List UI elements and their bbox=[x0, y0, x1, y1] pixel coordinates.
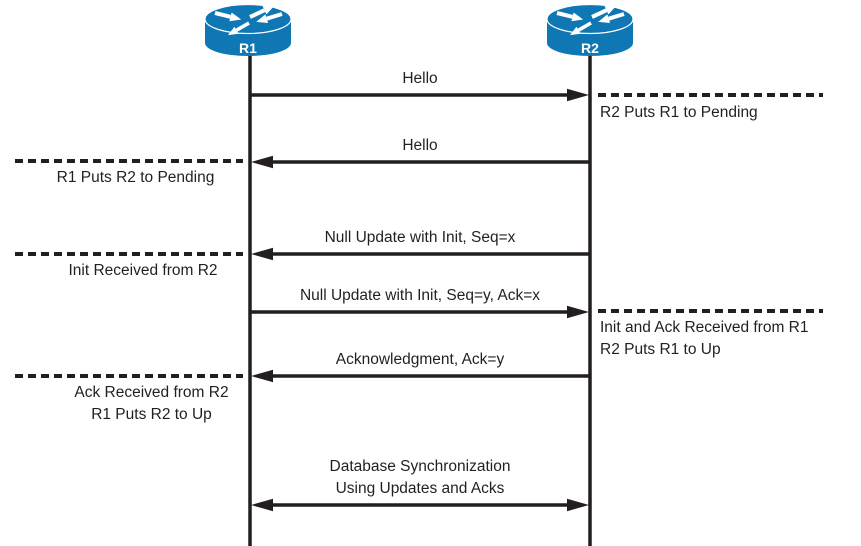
message-label-line: Database Synchronization bbox=[329, 458, 511, 475]
message-arrow-hello-r1-to-r2 bbox=[251, 88, 589, 102]
routing-arrow-icon bbox=[556, 11, 584, 22]
router-r1: R1 bbox=[203, 2, 293, 58]
router-label: R1 bbox=[239, 40, 257, 56]
routing-arrow-icon bbox=[598, 12, 625, 23]
message-label: Database Synchronization Using Updates a… bbox=[252, 456, 588, 500]
message-arrow-null-update-seq-x bbox=[251, 247, 589, 261]
state-note: R1 Puts R2 to Pending bbox=[28, 167, 243, 189]
state-note: Ack Received from R2 R1 Puts R2 to Up bbox=[55, 382, 248, 425]
state-note-line: Init Received from R2 bbox=[68, 262, 218, 279]
message-arrow-hello-r2-to-r1 bbox=[251, 155, 589, 169]
state-note-line: Init and Ack Received from R1 bbox=[600, 319, 809, 336]
message-label: Hello bbox=[402, 137, 438, 154]
message-label-line: Using Updates and Acks bbox=[335, 480, 505, 497]
router-icon bbox=[204, 3, 292, 56]
router-r2: R2 bbox=[545, 2, 635, 58]
routing-arrow-icon bbox=[227, 21, 250, 36]
state-note-line: R2 Puts R1 to Up bbox=[600, 340, 721, 358]
router-label: R2 bbox=[581, 40, 599, 56]
state-note: Init Received from R2 bbox=[43, 260, 243, 282]
message-label: Null Update with Init, Seq=y, Ack=x bbox=[299, 287, 541, 304]
state-note-line: R1 Puts R2 to Up bbox=[91, 405, 212, 423]
message-arrow-null-update-seq-y-ack-x bbox=[251, 305, 589, 319]
routing-arrow-icon bbox=[214, 11, 242, 22]
routing-arrow-icon bbox=[591, 5, 617, 19]
state-note: R2 Puts R1 to Pending bbox=[600, 102, 758, 124]
routing-arrow-icon bbox=[249, 5, 275, 19]
routing-arrow-icon bbox=[256, 12, 283, 23]
state-note-line: Ack Received from R2 bbox=[74, 384, 229, 401]
message-label: Acknowledgment, Ack=y bbox=[335, 351, 505, 368]
state-note: Init and Ack Received from R1 R2 Puts R1… bbox=[600, 317, 809, 360]
message-label: Null Update with Init, Seq=x bbox=[324, 229, 516, 246]
message-label: Hello bbox=[402, 70, 438, 87]
state-note-line: R2 Puts R1 to Pending bbox=[600, 104, 758, 121]
routing-arrow-icon bbox=[569, 21, 592, 36]
message-arrow-acknowledgment bbox=[251, 369, 589, 383]
state-note-line: R1 Puts R2 to Pending bbox=[56, 169, 215, 186]
router-icon bbox=[546, 3, 634, 56]
message-arrow-database-sync bbox=[251, 498, 589, 512]
